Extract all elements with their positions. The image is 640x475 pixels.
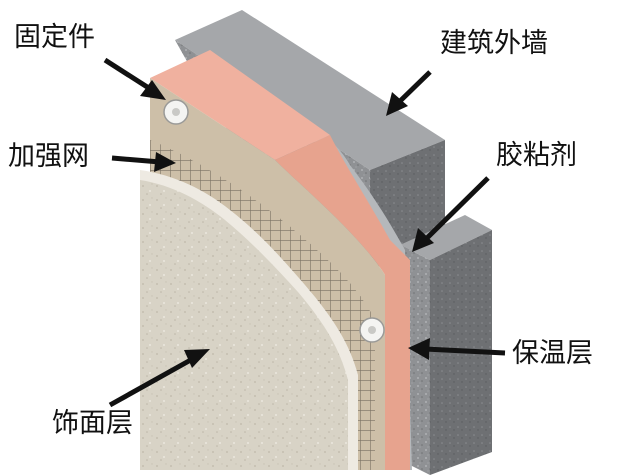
label-finish-layer: 饰面层 <box>52 408 133 439</box>
wall-lower-top <box>400 215 492 260</box>
arrow-icon <box>386 70 432 116</box>
arrow-icon <box>108 349 210 408</box>
arrow-icon <box>408 338 506 360</box>
anchor-disc-icon <box>163 99 189 125</box>
finish-surface <box>140 180 348 470</box>
insulation-side <box>275 135 410 470</box>
insulation-top <box>150 50 330 160</box>
label-adhesive: 胶粘剂 <box>496 140 577 171</box>
arrow-icon <box>111 152 176 172</box>
wall-top-face <box>175 10 445 170</box>
label-insulation-layer: 保温层 <box>512 338 593 369</box>
arrow-icon <box>103 57 166 100</box>
anchor-disc-icon <box>359 317 385 343</box>
label-exterior-wall: 建筑外墙 <box>440 28 548 59</box>
label-anchor: 固定件 <box>14 22 95 53</box>
arrow-icon <box>412 176 490 252</box>
finish-render <box>140 170 358 470</box>
insulation-board <box>150 50 410 470</box>
label-reinforcement-mesh: 加强网 <box>8 141 89 172</box>
